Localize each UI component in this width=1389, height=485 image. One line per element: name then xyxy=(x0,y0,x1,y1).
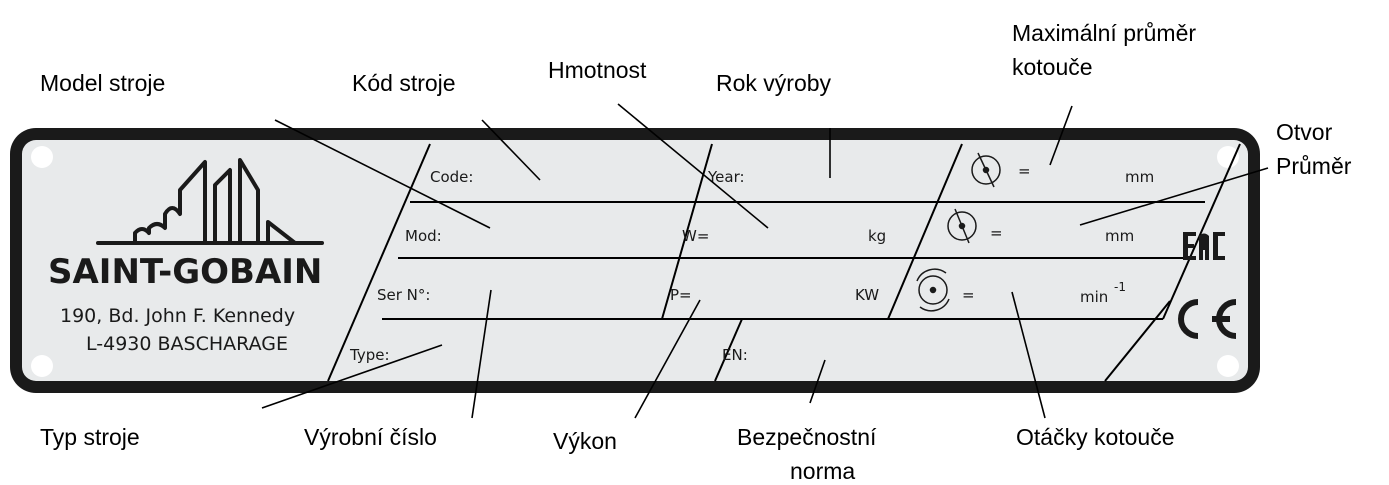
label-rok-vyroby: Rok výroby xyxy=(716,70,832,96)
unit-rpm-exponent: -1 xyxy=(1114,280,1126,294)
callout-leaders xyxy=(261,103,1269,419)
label-prumer: Průměr xyxy=(1276,153,1352,179)
eac-mark xyxy=(1183,232,1225,260)
field-power: P= xyxy=(670,286,692,304)
rotation-speed-icon xyxy=(916,268,950,312)
label-hmotnost: Hmotnost xyxy=(548,57,647,83)
unit-mm-bore: mm xyxy=(1105,227,1134,245)
field-weight: W= xyxy=(682,227,709,245)
mounting-hole xyxy=(31,355,53,377)
label-model-stroje: Model stroje xyxy=(40,70,166,96)
label-typ-stroje: Typ stroje xyxy=(40,424,140,450)
field-type: Type: xyxy=(349,346,390,364)
brand-name: SAINT-GOBAIN xyxy=(48,252,322,292)
eq-rotation-speed: = xyxy=(962,286,975,304)
bore-diameter-icon xyxy=(947,208,977,244)
label-otvor: Otvor xyxy=(1276,119,1333,145)
field-power-unit: KW xyxy=(855,286,879,304)
address-line-1: 190, Bd. John F. Kennedy xyxy=(60,305,295,327)
field-code: Code: xyxy=(430,168,473,186)
eq-bore-diameter: = xyxy=(990,224,1003,242)
label-bezpecnostni-line1: Bezpečnostní xyxy=(737,424,877,450)
saint-gobain-logo-icon xyxy=(96,158,324,245)
field-en: EN: xyxy=(722,346,748,364)
label-kod-stroje: Kód stroje xyxy=(352,70,456,96)
max-diameter-icon xyxy=(971,152,1001,188)
label-otacky-kotouce: Otáčky kotouče xyxy=(1016,424,1175,450)
field-year: Year: xyxy=(707,168,745,186)
label-vyrobni-cislo: Výrobní číslo xyxy=(304,424,437,450)
plate-grid xyxy=(327,143,1241,382)
label-bezpecnostni-line2: norma xyxy=(790,458,856,484)
ce-mark xyxy=(1178,299,1237,339)
field-weight-unit: kg xyxy=(868,227,886,245)
mounting-hole xyxy=(1217,355,1239,377)
label-vykon: Výkon xyxy=(553,428,617,454)
field-ser: Ser N°: xyxy=(377,286,430,304)
unit-rpm: min xyxy=(1080,288,1108,306)
label-max-prumer-line2: kotouče xyxy=(1012,54,1093,80)
plate-face xyxy=(22,140,1248,381)
field-mod: Mod: xyxy=(405,227,442,245)
eq-max-diameter: = xyxy=(1018,162,1031,180)
unit-mm-max: mm xyxy=(1125,168,1154,186)
mounting-hole xyxy=(31,146,53,168)
address-line-2: L-4930 BASCHARAGE xyxy=(86,333,288,355)
mounting-hole xyxy=(1217,146,1239,168)
label-max-prumer-line1: Maximální průměr xyxy=(1012,20,1197,46)
